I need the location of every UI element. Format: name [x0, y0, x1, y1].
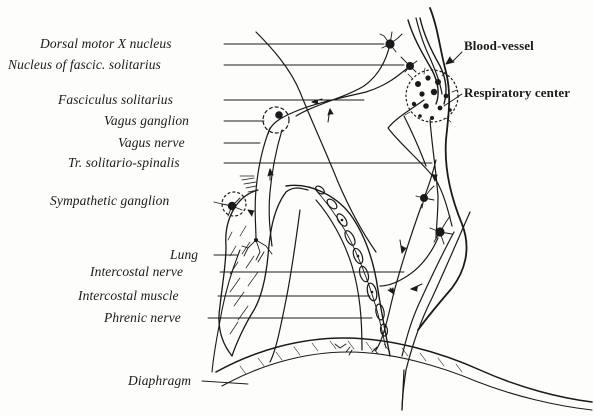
diaphragm-hatching — [240, 341, 462, 374]
label-phrenic-nerve: Phrenic nerve — [104, 311, 181, 325]
label-intercostal-muscle: Intercostal muscle — [78, 289, 179, 303]
vagus-motor-tract — [296, 44, 390, 116]
label-tr-solitario-spinalis: Tr. solitario-spinalis — [68, 156, 180, 170]
sympathetic-ganglion — [222, 176, 258, 216]
vagus-nerve-fiber-a — [255, 128, 270, 240]
label-nucleus-fascic-solitarius: Nucleus of fascic. solitarius — [8, 58, 161, 72]
diaphragm-inner — [222, 352, 592, 410]
label-respiratory-center: Respiratory center — [464, 86, 570, 99]
label-vagus-ganglion: Vagus ganglion — [104, 114, 189, 128]
phrenic-nerve-fiber — [376, 204, 422, 350]
spinal-motor-neuron-lower — [430, 216, 452, 244]
solitarius-nucleus-neuron — [401, 57, 417, 72]
intercostal-nerve-fiber — [380, 238, 438, 286]
thoracic-wall-outline — [286, 185, 390, 356]
label-diaphragm: Diaphragm — [128, 374, 191, 388]
dorsal-motor-neuron — [380, 32, 402, 52]
label-vagus-nerve: Vagus nerve — [118, 136, 185, 150]
descending-tract-arrow-line — [404, 116, 426, 166]
medulla-outline-right — [418, 8, 467, 330]
vagus-ganglion — [263, 107, 289, 133]
label-dorsal-motor-x-nucleus: Dorsal motor X nucleus — [40, 37, 172, 51]
label-fasciculus-solitarius: Fasciculus solitarius — [58, 93, 173, 107]
label-intercostal-nerve: Intercostal nerve — [90, 265, 183, 279]
label-blood-vessel: Blood-vessel — [464, 39, 534, 52]
thoracic-inner-outline-2 — [270, 210, 300, 362]
label-lung: Lung — [170, 248, 198, 262]
label-sympathetic-ganglion: Sympathetic ganglion — [50, 194, 169, 208]
body-contour-left — [212, 250, 240, 372]
respiratory-center-cluster — [405, 68, 458, 122]
